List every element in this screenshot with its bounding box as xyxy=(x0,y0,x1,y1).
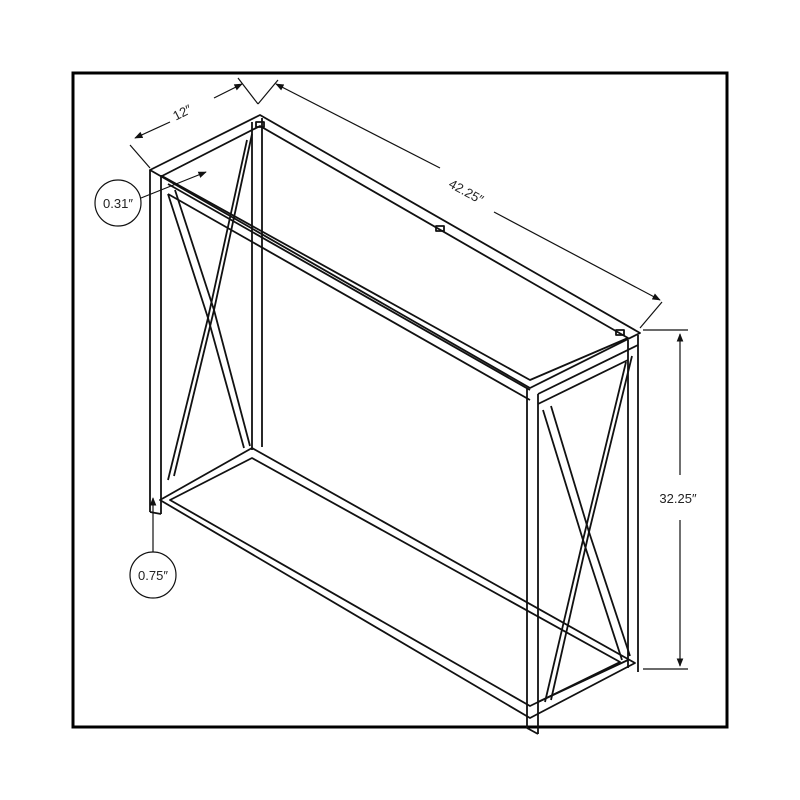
top-thickness-leader xyxy=(140,171,207,199)
width-dimension-line-b xyxy=(493,211,661,301)
top-clip-center xyxy=(435,225,445,232)
left-x-brace xyxy=(167,133,253,481)
depth-extension-right xyxy=(237,77,259,105)
left-front-leg xyxy=(149,170,162,515)
top-thickness-label: 0.31″ xyxy=(103,196,133,211)
table-top-frame xyxy=(149,114,641,389)
page-border xyxy=(71,71,729,729)
right-end-rails xyxy=(537,344,639,703)
right-front-leg xyxy=(526,388,539,735)
table-frame xyxy=(149,114,641,735)
right-x-brace xyxy=(542,355,633,703)
left-back-leg xyxy=(251,118,263,450)
depth-dimension-line-a xyxy=(134,121,171,139)
depth-dimension-line-b xyxy=(213,83,243,99)
depth-label: 12″ xyxy=(170,101,194,123)
bottom-shelf-frame xyxy=(159,447,636,719)
width-extension-right xyxy=(639,301,663,329)
top-clip-back-left xyxy=(255,121,265,128)
right-back-leg xyxy=(627,335,639,672)
top-thickness-callout-circle xyxy=(94,179,142,227)
depth-extension-left xyxy=(129,144,151,169)
width-label: 42.25″ xyxy=(446,176,486,207)
height-label: 32.25″ xyxy=(659,491,697,506)
width-extension-left xyxy=(257,79,279,105)
leg-gap-label: 0.75″ xyxy=(138,568,168,583)
dimension-lines xyxy=(94,77,688,670)
width-dimension-line-a xyxy=(275,83,441,169)
top-clip-back-right xyxy=(615,329,625,336)
